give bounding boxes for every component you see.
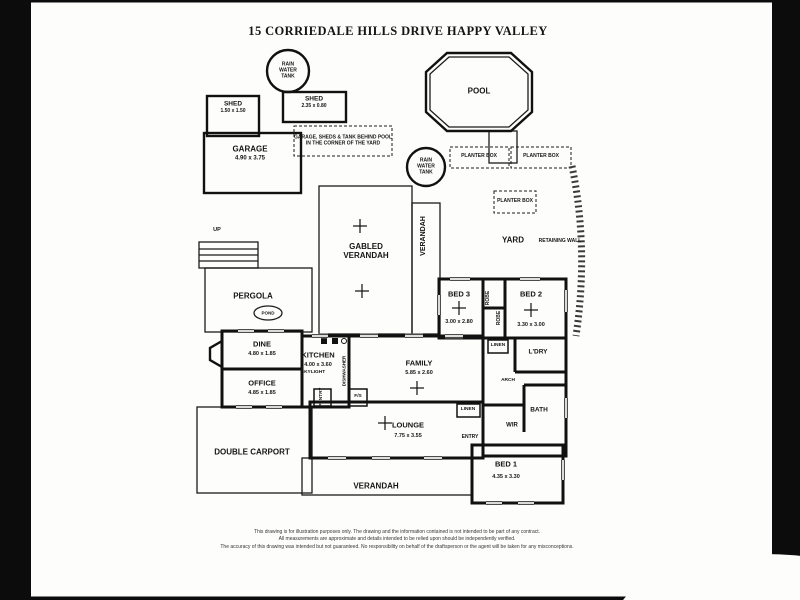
scan-edge-bottom (28, 596, 668, 600)
bed-3-label: BED 3 (447, 289, 471, 299)
fs-label: F/S (354, 394, 362, 400)
shed-2-label: SHED (304, 95, 324, 103)
arch-label: ARCH (501, 378, 515, 384)
planter-box-2-label: PLANTER BOX (523, 153, 559, 160)
bed-3-dims: 3.00 x 2.80 (445, 318, 473, 325)
scan-edge-top (28, 0, 774, 3)
disclaimer-text: This drawing is for illustration purpose… (220, 529, 574, 550)
page-title: 15 CORRIEDALE HILLS DRIVE HAPPY VALLEY (248, 23, 548, 38)
up-label: UP (213, 226, 221, 233)
garage-label: GARAGE (232, 144, 268, 154)
kitchen-dims: 4.00 x 3.60 (304, 361, 332, 368)
shed-1-label: SHED (223, 100, 243, 108)
shed-1-dims: 1.50 x 1.50 (220, 108, 246, 115)
retaining-wall-label: RETAINING WALL (538, 238, 582, 245)
outbuilding-outlines (202, 48, 534, 195)
scan-border-right (772, 0, 800, 600)
family-label: FAMILY (405, 358, 433, 368)
pool-label: POOL (467, 86, 491, 96)
office-dims: 4.85 x 1.85 (248, 389, 276, 396)
bed-1-label: BED 1 (494, 459, 518, 469)
garage-dims: 4.90 x 3.75 (234, 155, 266, 162)
pantry-label: PANTRY (319, 387, 325, 407)
bed-1-dims: 4.35 x 3.30 (492, 473, 520, 480)
window-and-fan-markers (236, 219, 569, 506)
office-label: OFFICE (248, 378, 276, 388)
robe-1-label: ROBE (485, 290, 492, 306)
linen-2-label: LINEN (460, 407, 476, 413)
bed-2-dims: 3.30 x 3.00 (517, 321, 545, 328)
planter-box-3-label: PLANTER BOX (497, 198, 533, 205)
bed-2-label: BED 2 (519, 289, 543, 299)
outdoor-structures (196, 56, 529, 496)
rain-water-tank-1-label: RAIN WATER TANK (279, 61, 297, 79)
kitchen-label: KITCHEN (301, 350, 335, 360)
verandah-side-label: VERANDAH (419, 216, 427, 256)
lounge-label: LOUNGE (391, 420, 425, 430)
rain-water-tank-2-label: RAIN WATER TANK (417, 157, 435, 175)
dine-dims: 4.80 x 1.85 (248, 350, 276, 357)
ldry-label: L'DRY (528, 348, 548, 356)
pond-label: POND (261, 310, 275, 316)
yard-label: YARD (502, 235, 524, 245)
family-dims: 5.85 x 2.60 (405, 369, 433, 376)
gabled-verandah-label: GABLED VERANDAH (343, 241, 389, 260)
planter-box-1-label: PLANTER BOX (461, 153, 497, 160)
pool-note: GARAGE, SHEDS & TANK BEHIND POOL IN THE … (294, 134, 392, 146)
lounge-dims: 7.75 x 3.55 (394, 432, 422, 439)
scan-artifact-corner (623, 554, 800, 600)
double-carport-label: DOUBLE CARPORT (214, 447, 290, 457)
verandah-bottom-label: VERANDAH (353, 481, 399, 491)
dashed-boxes (293, 125, 572, 214)
shed-2-dims: 2.35 x 0.80 (301, 103, 327, 110)
skylight-label: SKYLIGHT (300, 370, 326, 376)
dishwasher-label: DISHWASHER (341, 355, 347, 387)
bath-label: BATH (530, 406, 548, 414)
robe-2-label: ROBE (496, 310, 503, 326)
pergola-label: PERGOLA (233, 291, 273, 301)
kitchen-appliances (321, 338, 347, 344)
wir-label: WIR (506, 422, 518, 429)
linen-1-label: LINEN (490, 343, 506, 349)
scan-border-left (0, 0, 31, 600)
entry-label: ENTRY (461, 434, 479, 441)
dine-label: DINE (253, 339, 271, 349)
